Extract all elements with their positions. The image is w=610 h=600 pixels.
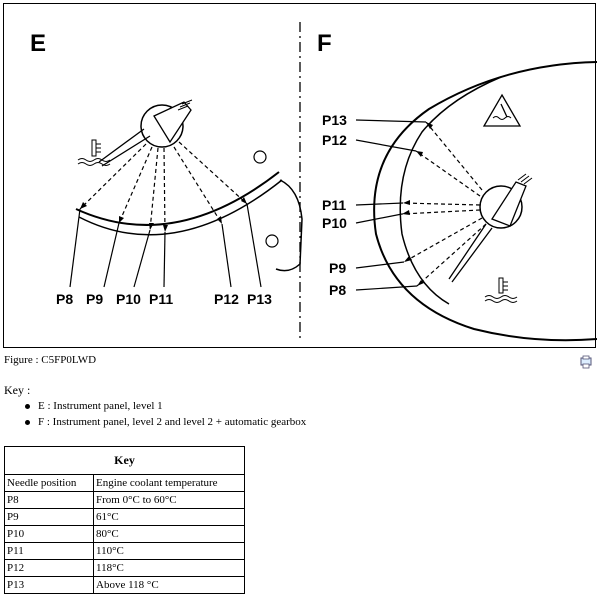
cell-position: P9 [4,508,94,526]
needle-hub-e-grip [177,99,193,111]
gauge-f-inner-arc [399,76,502,305]
gauge-f-dashed-lines [401,121,487,287]
panel-f-letter: F [317,30,332,57]
table-row: P11 110°C [4,542,245,560]
cell-position: P12 [4,559,94,577]
cell-position: P13 [4,576,94,594]
key-list: E : Instrument panel, level 1 F : Instru… [16,398,306,430]
coolant-temperature-icon [77,139,111,166]
gauge-f-outer-arc [373,61,597,342]
label-f-p12: P12 [322,132,347,148]
label-e-p9: P9 [86,291,103,307]
key-item-f: F : Instrument panel, level 2 and level … [16,414,306,430]
needle-f [448,223,493,283]
header-needle-position: Needle position [4,474,94,492]
cell-temperature: 118°C [93,559,245,577]
coolant-temperature-icon-f [484,277,518,303]
cell-temperature: From 0°C to 60°C [93,491,245,509]
label-f-p13: P13 [322,112,347,128]
key-table-title: Key [4,446,245,475]
cell-temperature: 80°C [93,525,245,543]
gauge-e-inner-arc [78,179,283,236]
header-coolant-temperature: Engine coolant temperature [93,474,245,492]
label-e-p10: P10 [116,291,141,307]
gauge-e-outer-arc [75,171,280,226]
cell-position: P10 [4,525,94,543]
gauge-e-arrowheads [80,197,247,232]
needle-hub-f-cap [491,181,527,227]
gauge-f-arrowheads [402,122,433,286]
table-row: P8 From 0°C to 60°C [4,491,245,509]
table-row: P10 80°C [4,525,245,543]
gauge-e-leader-lines [69,203,262,288]
label-e-p11: P11 [149,291,173,307]
gauge-e-dashed-lines [79,141,248,233]
cell-temperature: 110°C [93,542,245,560]
cell-temperature: 61°C [93,508,245,526]
table-row: P13 Above 118 °C [4,576,245,594]
label-e-p13: P13 [247,291,272,307]
needle-hub-f-grip [517,173,533,185]
cell-position: P8 [4,491,94,509]
figure-caption: Figure : C5FP0LWD [4,354,97,366]
cell-position: P11 [4,542,94,560]
needle-hub-e-cap [153,101,192,144]
label-f-p11: P11 [322,197,346,213]
label-f-p9: P9 [329,260,346,276]
key-table: Key Needle position Engine coolant tempe… [4,446,245,594]
table-row: P9 61°C [4,508,245,526]
table-row: P12 118°C [4,559,245,577]
level-warning-icon [482,93,522,127]
label-e-p12: P12 [214,291,239,307]
label-f-p10: P10 [322,215,347,231]
key-item-e: E : Instrument panel, level 1 [16,398,306,414]
label-e-p8: P8 [56,291,73,307]
gauge-diagram: E [30,22,597,342]
print-icon[interactable] [580,355,592,369]
cell-temperature: Above 118 °C [93,576,245,594]
gauge-f-leader-lines [355,119,427,291]
panel-e-letter: E [30,30,46,57]
gauge-e-housing [275,179,303,272]
needle-e [98,128,151,167]
gauge-e-screw-hole-upper [253,150,267,164]
figure-image: E [3,3,597,348]
label-f-p8: P8 [329,282,346,298]
gauge-e-screw-hole [265,234,279,248]
key-heading: Key : [4,383,31,397]
